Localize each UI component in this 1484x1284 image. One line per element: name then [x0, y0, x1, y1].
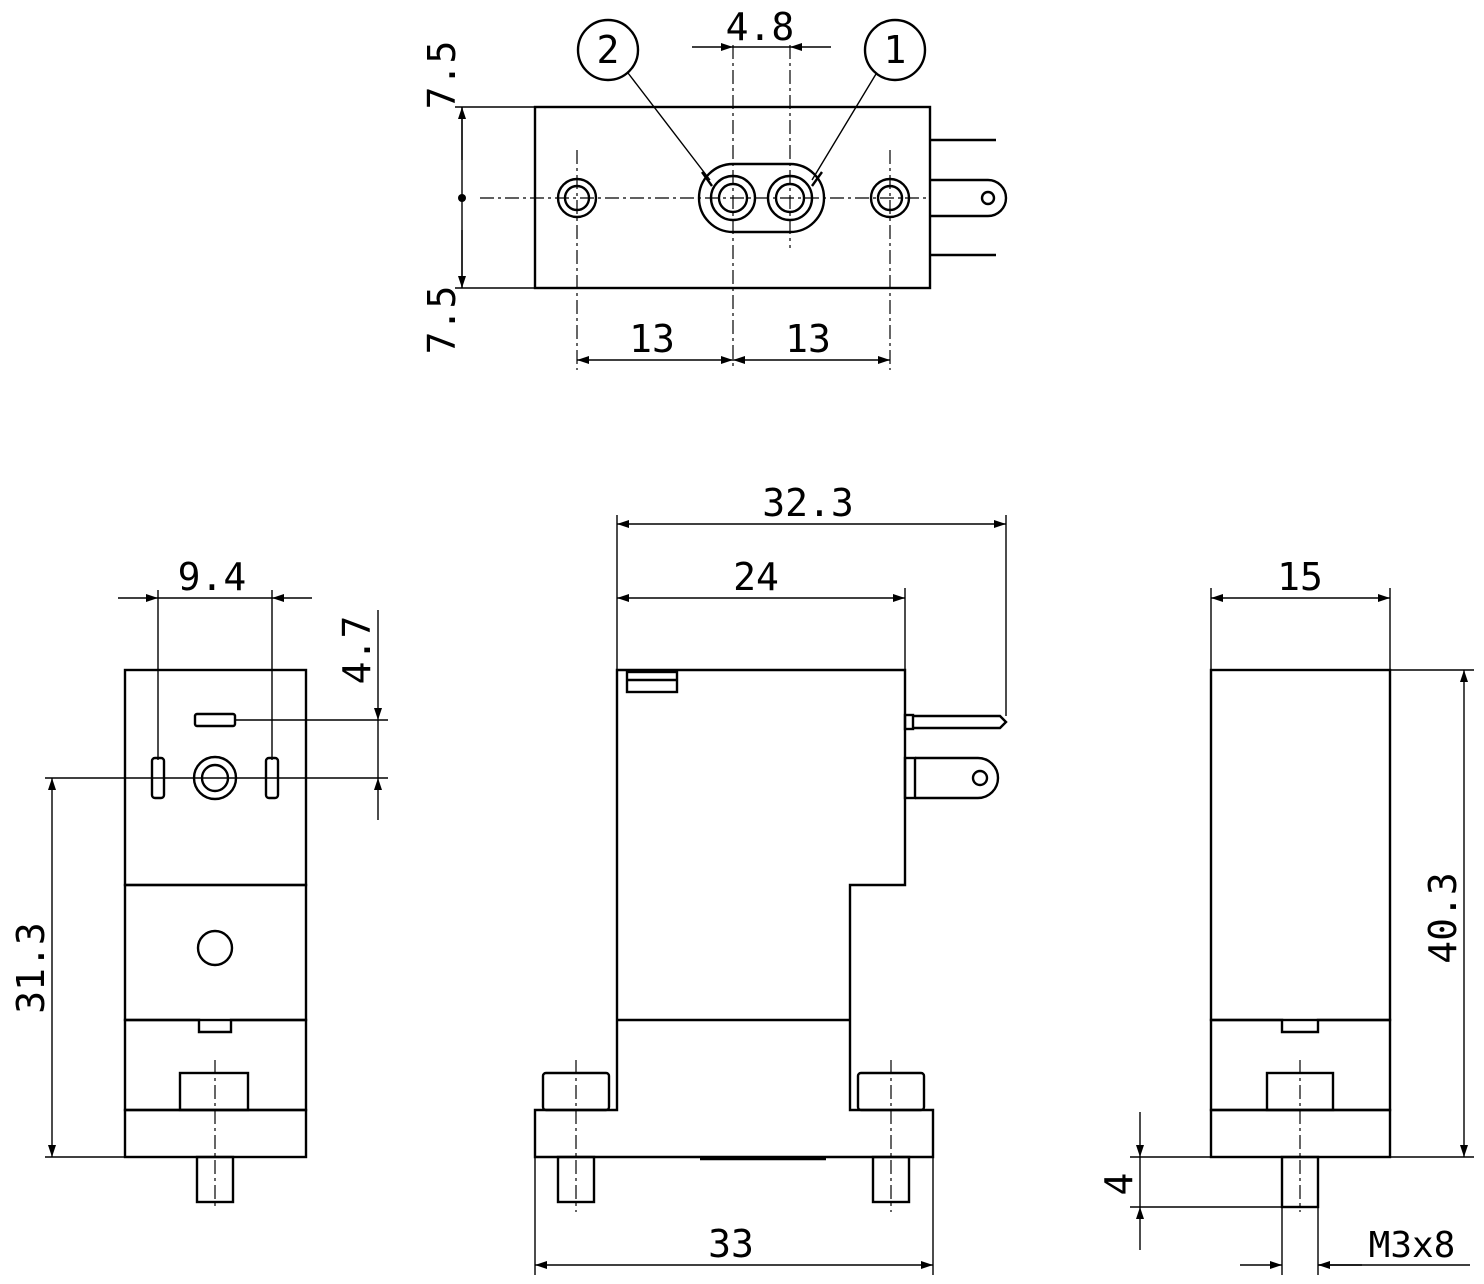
thread-spec: M3x8	[1369, 1225, 1456, 1266]
dim-top-7-5: 7.5	[420, 41, 464, 110]
dim-left-13: 13	[629, 317, 675, 361]
dim-overall-32-3: 32.3	[762, 481, 854, 525]
dim-body-24: 24	[733, 555, 779, 599]
top-pin-hole	[980, 190, 996, 206]
left-mid	[123, 883, 308, 1022]
right-view: 15 40.3 4 M3x8	[1097, 555, 1474, 1275]
port-2-label: 2	[597, 28, 620, 72]
dim-base-33: 33	[708, 1222, 754, 1266]
dim-width-15: 15	[1277, 555, 1323, 599]
balloon-port-1	[863, 18, 927, 82]
top-pin-tab	[930, 178, 1008, 218]
left-view: 9.4 4.7 31.3	[9, 555, 388, 1210]
dim-right-13: 13	[785, 317, 831, 361]
port-1-label: 1	[884, 28, 907, 72]
dim-port-spacing: 4.8	[726, 5, 795, 49]
left-stud	[195, 1155, 235, 1204]
dim-height-40-3: 40.3	[1421, 872, 1465, 964]
front-body	[533, 668, 935, 1159]
right-body	[1209, 668, 1392, 1022]
dim-width-9-4: 9.4	[178, 555, 247, 599]
top-view: 4.8 2 1 7.5 7.5 13 13	[420, 5, 1008, 370]
balloon-port-2	[576, 18, 640, 82]
dim-bottom-7-5: 7.5	[420, 286, 464, 355]
dim-stud-4: 4	[1097, 1173, 1141, 1196]
dim-height-4-7: 4.7	[335, 616, 379, 685]
dim-total-31-3: 31.3	[9, 922, 53, 1014]
front-view: 32.3 24 33	[533, 481, 1008, 1275]
